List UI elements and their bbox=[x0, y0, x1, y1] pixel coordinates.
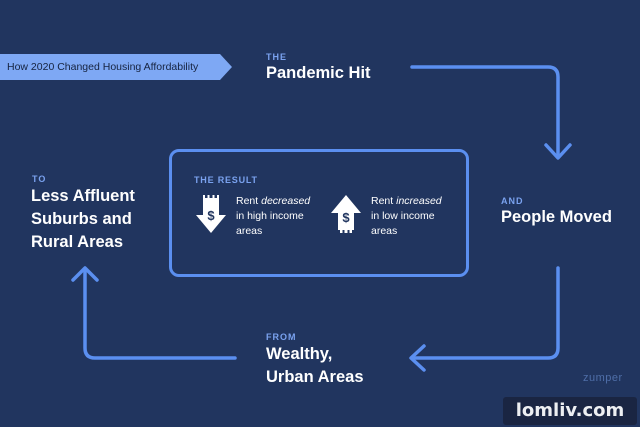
brand-logo-text: zumper bbox=[583, 372, 623, 384]
decreased-pre: Rent bbox=[236, 195, 262, 207]
pandemic-prefix: THE bbox=[266, 52, 287, 62]
from-line-1: Wealthy, bbox=[266, 345, 333, 363]
increased-pre: Rent bbox=[371, 195, 397, 207]
arrowhead-from-to-to bbox=[71, 266, 99, 282]
arrowhead-pandemic-to-moved bbox=[544, 143, 572, 160]
increased-emphasis: increased bbox=[396, 195, 442, 207]
arrow-moved-to-from bbox=[411, 266, 560, 360]
decreased-line-1: Rent decreased bbox=[236, 194, 310, 209]
result-title: THE RESULT bbox=[194, 175, 258, 185]
decreased-line-3: areas bbox=[236, 225, 263, 237]
increased-line-2: in low income bbox=[371, 210, 435, 222]
arrow-pandemic-to-moved bbox=[410, 65, 560, 157]
arrow-from-to-to bbox=[83, 268, 237, 360]
down-icon-dollar-sign: $ bbox=[207, 208, 215, 223]
from-title: Wealthy, Urban Areas bbox=[266, 343, 364, 389]
up-arrow-dollar-icon: $ bbox=[331, 195, 361, 233]
result-decreased-text: Rent decreased in high income areas bbox=[236, 194, 310, 239]
arrowhead-moved-to-from bbox=[409, 344, 426, 372]
increased-line-1: Rent increased bbox=[371, 194, 442, 209]
title-banner: How 2020 Changed Housing Affordability bbox=[0, 54, 232, 80]
from-line-2: Urban Areas bbox=[266, 368, 364, 386]
down-arrow-dollar-icon: $ bbox=[196, 195, 226, 233]
watermark: lomliv.com bbox=[503, 397, 637, 425]
decreased-emphasis: decreased bbox=[261, 195, 311, 207]
to-line-1: Less Affluent bbox=[31, 187, 135, 205]
banner-title: How 2020 Changed Housing Affordability bbox=[7, 61, 199, 73]
up-icon-dollar-sign: $ bbox=[342, 210, 350, 225]
increased-line-3: areas bbox=[371, 225, 398, 237]
decreased-line-2: in high income bbox=[236, 210, 304, 222]
to-line-2: Suburbs and bbox=[31, 210, 132, 228]
pandemic-title: Pandemic Hit bbox=[266, 64, 371, 82]
result-increased-text: Rent increased in low income areas bbox=[371, 194, 442, 239]
moved-title: People Moved bbox=[501, 208, 612, 226]
banner-shape bbox=[0, 54, 232, 80]
from-prefix: FROM bbox=[266, 332, 297, 342]
result-box: THE RESULT $ Rent decreased in high inco… bbox=[169, 149, 469, 277]
to-title: Less Affluent Suburbs and Rural Areas bbox=[31, 185, 135, 254]
to-prefix: TO bbox=[32, 174, 47, 184]
moved-prefix: AND bbox=[501, 196, 524, 206]
to-line-3: Rural Areas bbox=[31, 233, 124, 251]
